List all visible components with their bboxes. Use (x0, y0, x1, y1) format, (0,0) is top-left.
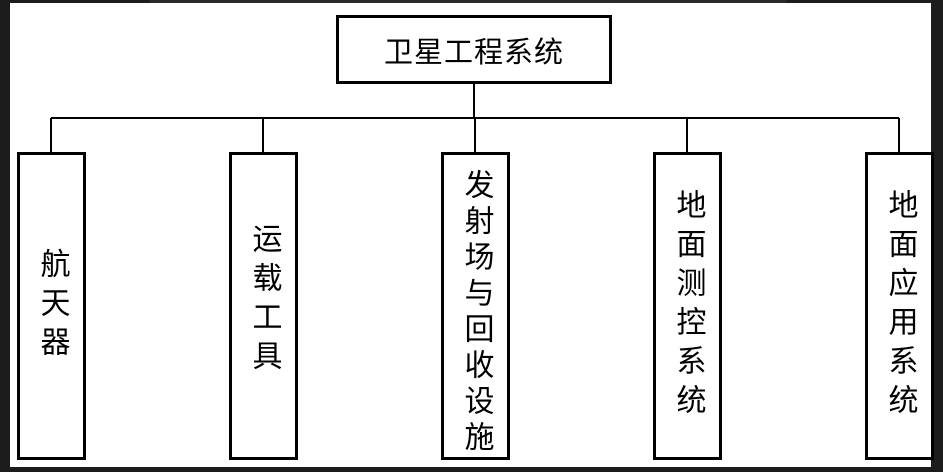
child-node-launch-site: 发射场与回收设施 (441, 152, 510, 460)
child-node-launch-vehicle: 运载工具 (229, 152, 298, 460)
root-node: 卫星工程系统 (336, 15, 612, 84)
child-node-ground-tracking: 地面测控系统 (653, 152, 722, 460)
root-node-label: 卫星工程系统 (383, 34, 564, 69)
child-node-label: 地面应用系统 (882, 189, 918, 423)
top-edge-strip (150, 0, 786, 5)
child-node-ground-application: 地面应用系统 (865, 152, 934, 460)
child-node-spacecraft: 航天器 (17, 152, 86, 460)
child-node-label: 地面测控系统 (670, 189, 706, 423)
child-node-label: 航天器 (34, 247, 70, 365)
child-node-label: 运载工具 (246, 223, 282, 379)
child-node-label: 发射场与回收设施 (458, 169, 494, 457)
